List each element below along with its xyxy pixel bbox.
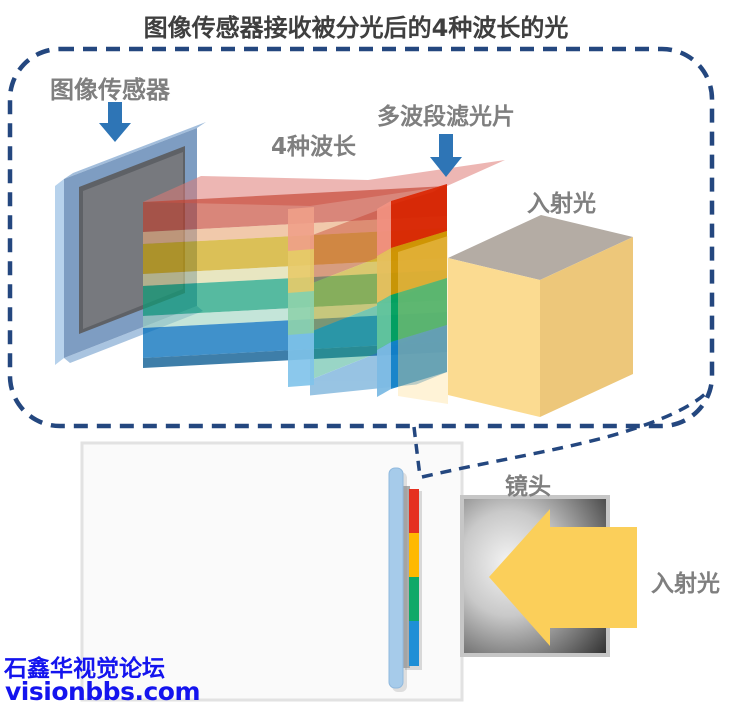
multiband-filter-3d [377, 184, 447, 397]
incident-beam-overlay [398, 236, 448, 404]
label-incident-light-top: 入射光 [527, 191, 596, 217]
dashed-callout-frame [7, 46, 715, 429]
label-multiband-filter: 多波段滤光片 [377, 104, 515, 130]
label-incident-light-bottom: 入射光 [651, 571, 720, 597]
beam-end-caps [288, 207, 314, 387]
label-image-sensor: 图像传感器 [50, 76, 170, 104]
sensor-strip [388, 467, 407, 692]
filter-strip [402, 486, 422, 670]
sensor-down-arrow-icon [99, 102, 131, 142]
incident-light-cube [448, 215, 633, 417]
filter-down-arrow-icon [430, 134, 462, 177]
callout-leader-line-diagonal [421, 386, 713, 479]
watermark-site-url: visionbbs.com [5, 677, 201, 706]
incident-light-arrow-icon [489, 509, 637, 646]
callout-leader-line-vertical [412, 426, 422, 477]
watermark-forum-name: 石鑫华视觉论坛 [4, 656, 165, 682]
label-4-wavelengths: 4种波长 [271, 134, 357, 160]
diagram-title: 图像传感器接收被分光后的4种波长的光 [143, 14, 569, 42]
label-lens: 镜头 [505, 474, 551, 500]
